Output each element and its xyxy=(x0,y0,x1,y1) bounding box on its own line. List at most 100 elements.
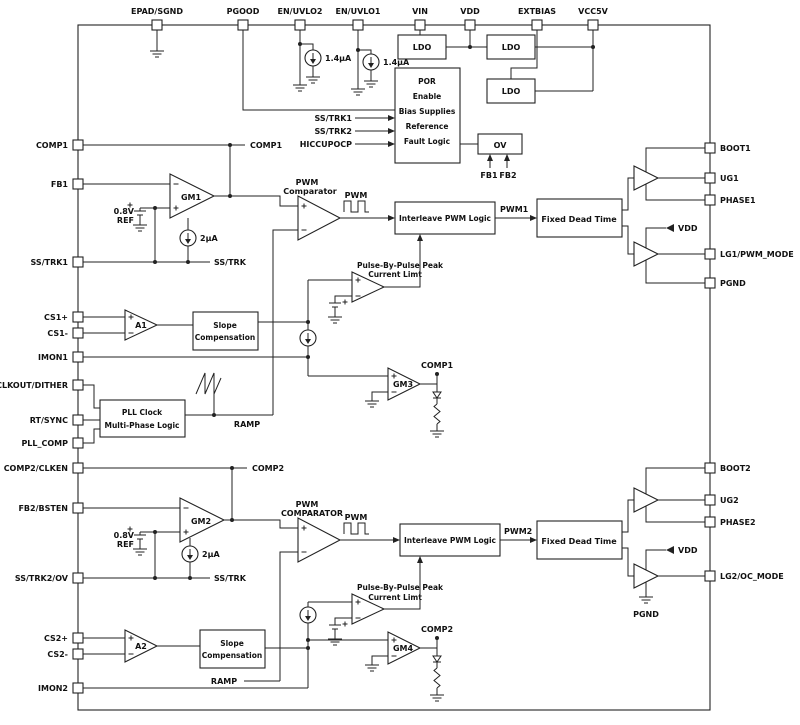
gm2-amplifier xyxy=(179,497,226,543)
pin-label: EXTBIAS xyxy=(518,7,556,16)
pll-block xyxy=(99,399,186,438)
pin-label: SS/TRK2/OV xyxy=(15,574,69,583)
pin-label: EN/UVLO2 xyxy=(278,7,323,16)
arrow-right-icon xyxy=(530,537,537,543)
vref-label: REF xyxy=(117,216,134,225)
wire-ramp-in2 xyxy=(279,551,298,681)
pin-boot1 xyxy=(704,142,716,154)
pin-lg1-pwm-mode xyxy=(704,248,716,260)
junction-dot xyxy=(435,636,439,640)
pwm-comparator1 xyxy=(297,195,342,241)
pin-vin xyxy=(414,19,426,31)
interleave-label: Interleave PWM Logic xyxy=(404,536,496,545)
pwm-waveform-icon xyxy=(343,522,369,535)
power-section: 1.4µA 1.4µA LDO LDO LDO POR Enable Bias … xyxy=(149,30,595,180)
por-input-label: SS/TRK1 xyxy=(315,114,353,123)
pin-pll-comp xyxy=(72,437,84,449)
pin-phase1 xyxy=(704,194,716,206)
top-pins: EPAD/SGND PGOOD EN/UVLO2 EN/UVLO1 VIN VD… xyxy=(131,7,609,31)
gm2-label: GM2 xyxy=(191,517,211,526)
junction-dot xyxy=(468,45,472,49)
ldo-label: LDO xyxy=(502,43,521,52)
pin-cs2n xyxy=(72,648,84,660)
arrow-right-icon xyxy=(388,141,395,147)
channel1: COMP1 GM1 0.8V REF SS/TRK 2µA PWM Compar… xyxy=(83,141,705,444)
pin-imon1 xyxy=(72,351,84,363)
current-value-label: 2µA xyxy=(202,550,220,559)
slope-comp-label: Slope xyxy=(213,321,237,330)
arrow-up-icon xyxy=(417,556,423,563)
wire-en1 xyxy=(357,30,372,54)
wire xyxy=(371,391,388,398)
pin-label: VIN xyxy=(412,7,428,16)
pin-en-uvlo1 xyxy=(352,19,364,31)
junction-dot xyxy=(153,206,157,210)
gm3-label: GM3 xyxy=(393,380,413,389)
wire xyxy=(384,563,421,610)
pin-label: FB1 xyxy=(51,180,69,189)
por-input-label: SS/TRK2 xyxy=(315,127,352,136)
net-label-vdd: VDD xyxy=(678,546,698,555)
a2-label: A2 xyxy=(135,642,147,651)
wire-boot2 xyxy=(645,467,705,494)
pin-lg2-oc-mode xyxy=(704,570,716,582)
pin-label: UG2 xyxy=(720,496,739,505)
pin-label: VDD xyxy=(460,7,480,16)
pin-label: CLKOUT/DITHER xyxy=(0,381,68,390)
pin-label: EPAD/SGND xyxy=(131,7,183,16)
pin-label: CS2- xyxy=(47,650,68,659)
pin-ug1 xyxy=(704,172,716,184)
net-label-pwm2: PWM2 xyxy=(504,527,532,536)
current-source-icon xyxy=(179,229,197,247)
fixed-dead-time-block2 xyxy=(536,520,623,560)
arrow-up-icon xyxy=(504,154,510,161)
pll-label: Multi-Phase Logic xyxy=(104,421,179,430)
pin-vdd xyxy=(464,19,476,31)
pin-label: FB2/BSTEN xyxy=(18,504,68,513)
pin-label: PLL_COMP xyxy=(21,439,68,448)
pin-sstrk1 xyxy=(72,256,84,268)
wire-pgood xyxy=(242,30,395,111)
arrow-right-icon xyxy=(530,215,537,221)
pin-label: IMON1 xyxy=(38,353,68,362)
pin-vcc5v xyxy=(587,19,599,31)
pwm-comparator1-label: PWM xyxy=(296,178,319,187)
current-value-label: 2µA xyxy=(200,234,218,243)
por-line: Enable xyxy=(413,92,442,101)
interleave-block2 xyxy=(399,523,501,557)
pin-label: PHASE2 xyxy=(720,518,756,527)
ov-block xyxy=(477,133,523,155)
arrow-left-icon xyxy=(666,224,674,232)
wire-phase1 xyxy=(645,184,705,201)
interleave-label: Interleave PWM Logic xyxy=(399,214,491,223)
net-label-comp2: COMP2 xyxy=(421,625,453,634)
pin-pgnd xyxy=(704,277,716,289)
net-label-pwm1: PWM1 xyxy=(500,205,529,214)
pwm-comparator2 xyxy=(297,517,342,563)
pin-label: IMON2 xyxy=(38,684,68,693)
gm1-label: GM1 xyxy=(181,193,202,202)
arrow-right-icon xyxy=(388,215,395,221)
wire xyxy=(622,177,634,211)
fixed-dead-time-label: Fixed Dead Time xyxy=(541,537,617,546)
current-source-icon xyxy=(181,545,199,563)
pwm-waveform-label: PWM xyxy=(345,191,368,200)
slope-comp-block1 xyxy=(192,311,259,351)
pin-label: SS/TRK1 xyxy=(31,258,69,267)
wire-phase2 xyxy=(645,506,705,523)
wire-boot1 xyxy=(645,147,705,172)
pin-label: PGOOD xyxy=(227,7,260,16)
junction-dot xyxy=(153,530,157,534)
pin-fb2-bsten xyxy=(72,502,84,514)
pin-cs2p xyxy=(72,632,84,644)
slope-comp-label: Compensation xyxy=(202,651,262,660)
current-value-label: 1.4µA xyxy=(383,58,410,67)
a1-label: A1 xyxy=(135,321,147,330)
current-source-icon xyxy=(299,606,317,624)
left-pins: COMP1 FB1 SS/TRK1 CS1+ CS1- IMON1 CLKOUT… xyxy=(0,139,84,694)
pin-label: CS1+ xyxy=(44,313,68,322)
net-label-ramp: RAMP xyxy=(234,420,260,429)
pin-phase2 xyxy=(704,516,716,528)
ldo-label: LDO xyxy=(502,87,521,96)
